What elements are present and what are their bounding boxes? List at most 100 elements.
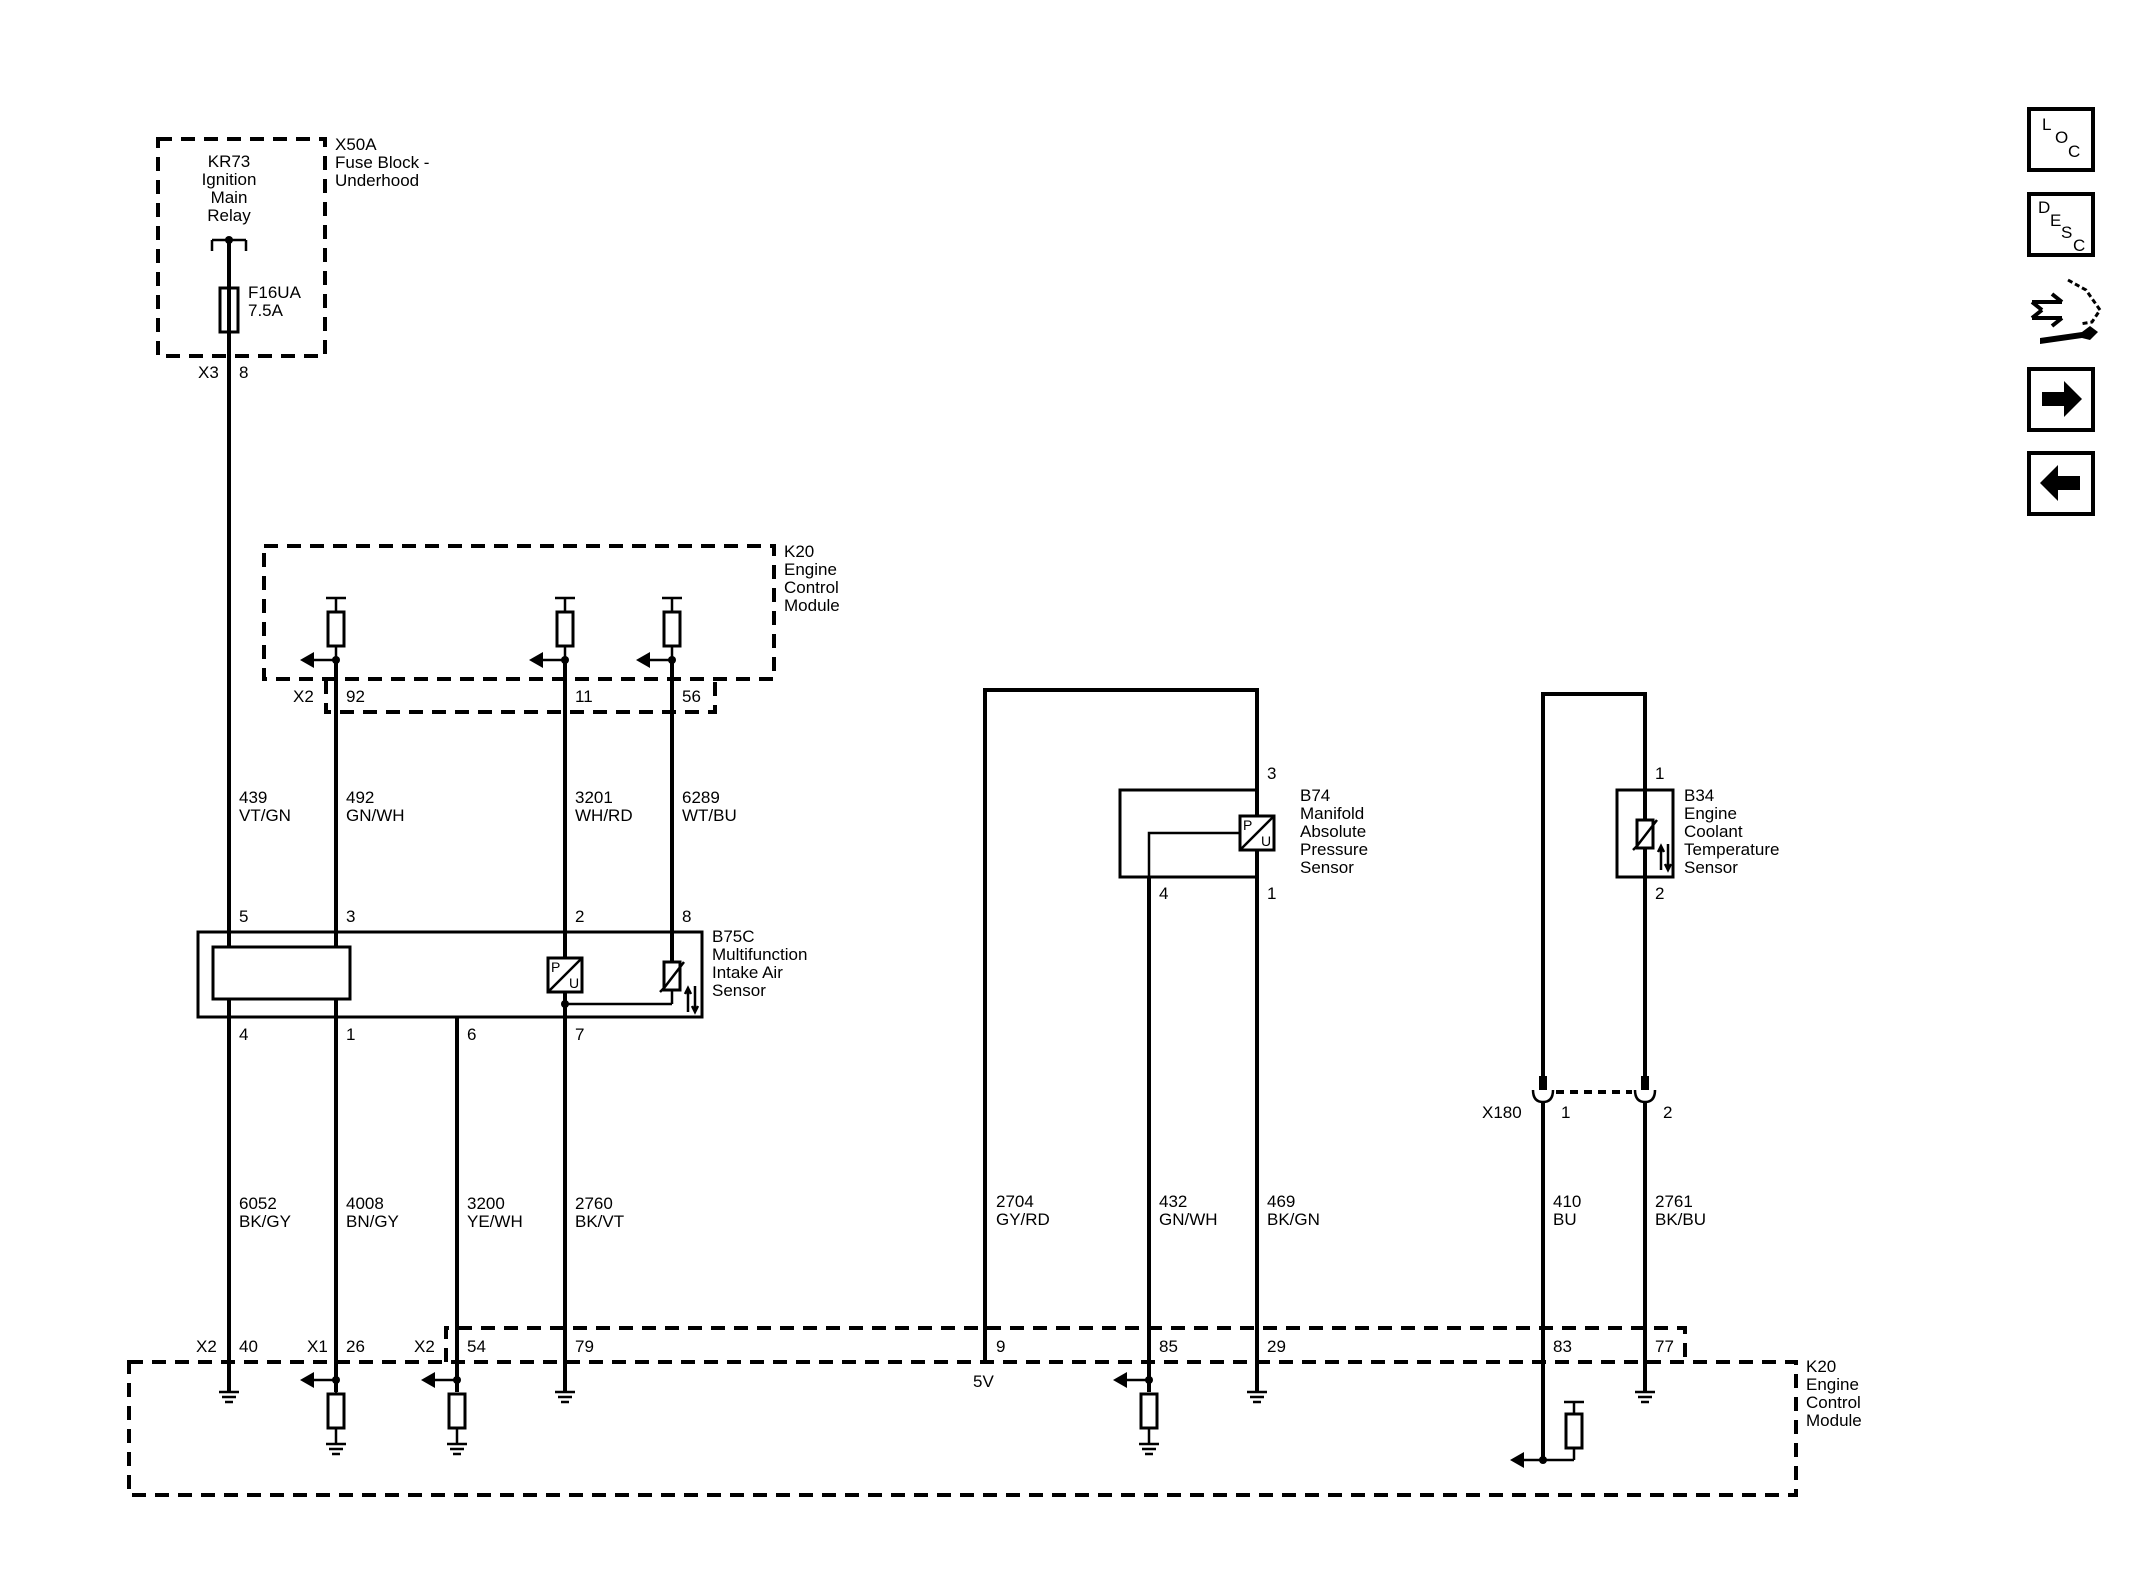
ground-icon-77 (1635, 1390, 1655, 1404)
pin-29: 29 (1267, 1337, 1286, 1356)
x180-pin-1: 1 (1561, 1103, 1570, 1122)
b75c-p-label: P (551, 959, 560, 975)
wire-labels-upper: 439 VT/GN 492 GN/WH 3201 WH/RD 6289 WT/B… (239, 788, 737, 825)
wire-492-number: 492 (346, 788, 374, 807)
kr73-desc-2: Main (211, 188, 248, 207)
k20-bottom-name: K20 (1806, 1357, 1836, 1376)
wire-410-upper (1541, 692, 1647, 1078)
wire-labels-lower-left: 6052 BK/GY 4008 BN/GY 3200 YE/WH 2760 BK… (239, 1194, 624, 1231)
wire-3200-number: 3200 (467, 1194, 505, 1213)
x1-bottom-label: X1 (307, 1337, 328, 1356)
k20-ecm-top: K20 Engine Control Module (262, 542, 840, 714)
k20-ecm-bottom: K20 Engine Control Module X2 40 X1 26 X2… (127, 1326, 1862, 1497)
pin-9: 9 (996, 1337, 1005, 1356)
b75c-desc-3: Sensor (712, 981, 766, 1000)
x2-bottom-connector-bracket (444, 1326, 1687, 1362)
k20-top-desc-3: Module (784, 596, 840, 615)
loc-letter-o: O (2055, 128, 2068, 147)
pin-40: 40 (239, 1337, 258, 1356)
b75c-desc-1: Multifunction (712, 945, 807, 964)
pin-85: 85 (1159, 1337, 1178, 1356)
wire-6289-color: WT/BU (682, 806, 737, 825)
ground-icon-40 (219, 1390, 239, 1404)
fuse-name: F16UA (248, 283, 302, 302)
b75c-desc-2: Intake Air (712, 963, 783, 982)
x50a-name: X50A (335, 135, 377, 154)
wire-4008-number: 4008 (346, 1194, 384, 1213)
location-icon: L O C (2042, 115, 2080, 161)
x50a-desc-1: Fuse Block - (335, 153, 429, 172)
x3-pin-8: 8 (239, 363, 248, 382)
b74-pin-4: 4 (1159, 884, 1168, 903)
connector-tool-button[interactable] (2030, 278, 2102, 344)
wire-labels-lower-right: 2704 GY/RD 432 GN/WH 469 BK/GN 410 BU 27… (996, 1192, 1706, 1229)
b34-desc-1: Engine (1684, 804, 1737, 823)
x2-bottom-label-1: X2 (196, 1337, 217, 1356)
wire-432-color: GN/WH (1159, 1210, 1218, 1229)
k20-top-name: K20 (784, 542, 814, 561)
wire-439-color: VT/GN (239, 806, 291, 825)
b74-map-sensor: P U 3 4 1 B74 Manifold Absolute Pressure… (983, 688, 1368, 1392)
ground-icon-29 (1247, 1390, 1267, 1404)
x2-top-pin-56: 56 (682, 687, 701, 706)
wire-432-number: 432 (1159, 1192, 1187, 1211)
k20-bottom-desc-1: Engine (1806, 1375, 1859, 1394)
next-arrow-icon (2042, 381, 2082, 417)
location-button[interactable]: L O C (2027, 107, 2095, 172)
wire-3200-color: YE/WH (467, 1212, 523, 1231)
description-button[interactable]: D E S C (2027, 192, 2095, 257)
ecm-pulldown-26 (300, 1372, 346, 1456)
b34-ect-sensor: 1 2 B34 Engine Coolant Temperature Senso… (1541, 692, 1779, 1078)
nav-toolbar: L O C D E S C (2027, 107, 2102, 516)
back-button[interactable] (2027, 451, 2095, 516)
desc-letter-e: E (2050, 211, 2061, 230)
wire-2704-number: 2704 (996, 1192, 1034, 1211)
x2-bottom-label-2: X2 (414, 1337, 435, 1356)
fuse-block-x50a: X50A Fuse Block - Underhood KR73 Ignitio… (156, 135, 429, 382)
wire-469-number: 469 (1267, 1192, 1295, 1211)
wire-439-number: 439 (239, 788, 267, 807)
b75c-sensor: P U B75C Multifunction Intake Air Sensor… (196, 907, 807, 1044)
pin-77: 77 (1655, 1337, 1674, 1356)
wire-2761-color: BK/BU (1655, 1210, 1706, 1229)
x180-pin-2: 2 (1663, 1103, 1672, 1122)
wire-2704 (983, 688, 1259, 1362)
desc-letter-d: D (2038, 198, 2050, 217)
b74-desc-3: Pressure (1300, 840, 1368, 859)
x2-top-pin-92: 92 (346, 687, 365, 706)
k20-bottom-desc-2: Control (1806, 1393, 1861, 1412)
desc-letter-c: C (2073, 236, 2085, 255)
wire-410-color: BU (1553, 1210, 1577, 1229)
x180-label: X180 (1482, 1103, 1522, 1122)
b74-desc-1: Manifold (1300, 804, 1364, 823)
b74-u-label: U (1261, 833, 1271, 849)
connector-tool-icon (2030, 278, 2102, 344)
x180-inline-connector: X180 1 2 (1482, 1076, 1672, 1460)
pin-54: 54 (467, 1337, 486, 1356)
b34-pin-1: 1 (1655, 764, 1664, 783)
wire-2760-number: 2760 (575, 1194, 613, 1213)
wire-6289-number: 6289 (682, 788, 720, 807)
b75c-pressure-sensor-icon: P U (546, 956, 584, 994)
kr73-desc-1: Ignition (202, 170, 257, 189)
wire-2704-color: GY/RD (996, 1210, 1050, 1229)
ecm-pullup-11 (529, 596, 575, 668)
description-icon: D E S C (2038, 198, 2085, 255)
ground-icon-79 (555, 1390, 575, 1404)
ecm-pullup-83 (1510, 1400, 1584, 1468)
b75c-pin-6: 6 (467, 1025, 476, 1044)
b75c-mass-airflow-element (211, 945, 352, 1001)
kr73-name: KR73 (208, 152, 251, 171)
x2-top-label: X2 (293, 687, 314, 706)
ecm-pullup-92 (300, 596, 346, 668)
b74-desc-4: Sensor (1300, 858, 1354, 877)
b75c-name: B75C (712, 927, 755, 946)
b34-desc-4: Sensor (1684, 858, 1738, 877)
b75c-pin-7: 7 (575, 1025, 584, 1044)
k20-bottom-desc-3: Module (1806, 1411, 1862, 1430)
wire-492-color: GN/WH (346, 806, 405, 825)
back-arrow-icon (2040, 465, 2080, 501)
b75c-pin-5: 5 (239, 907, 248, 926)
next-button[interactable] (2027, 367, 2095, 432)
